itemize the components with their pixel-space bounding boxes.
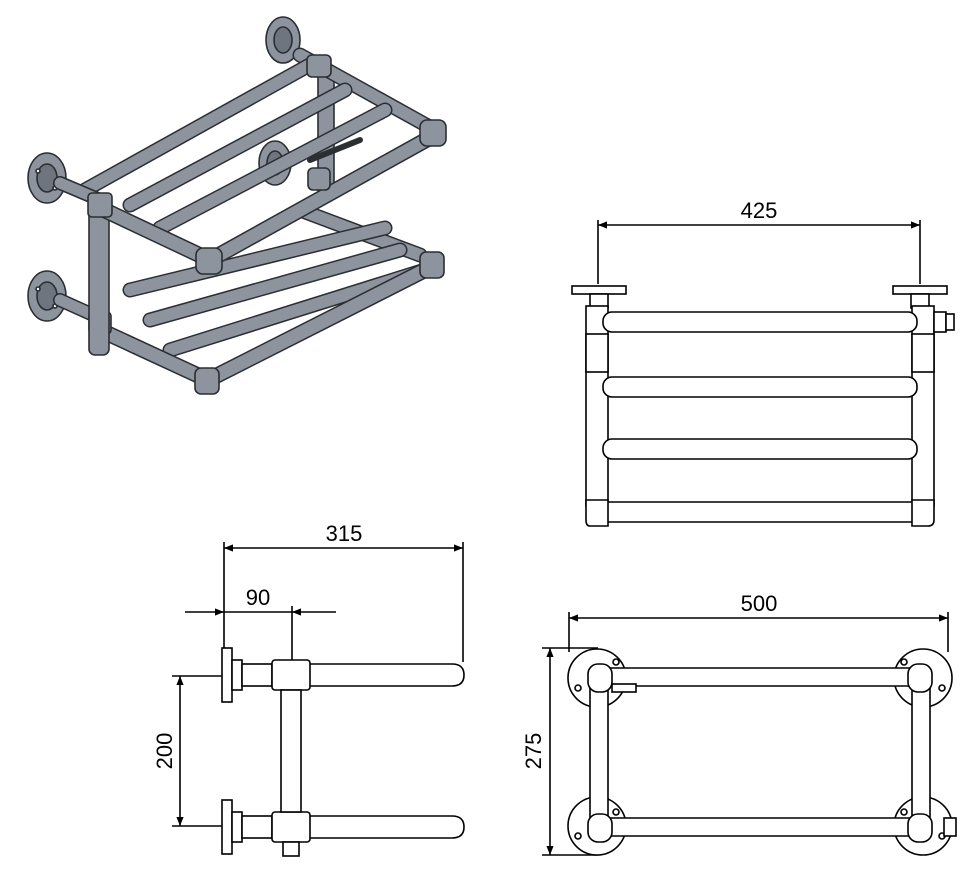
front-view xyxy=(571,220,955,527)
upper-elbow-fitting-rear xyxy=(419,119,447,147)
dim-side-offset-label: 90 xyxy=(246,585,270,610)
isometric-view xyxy=(27,16,447,395)
lower-shelf-rails xyxy=(53,202,443,388)
upper-elbow-fitting xyxy=(195,247,223,275)
wall-flange-top-front xyxy=(27,152,67,204)
lower-elbow-fitting-rear xyxy=(419,251,445,279)
dim-top-depth-label: 275 xyxy=(521,733,546,770)
wall-flange-top-rear xyxy=(265,16,301,64)
vertical-post xyxy=(88,209,110,356)
lower-elbow-fitting xyxy=(194,367,220,395)
top-view xyxy=(542,612,957,856)
side-view xyxy=(172,542,465,857)
dim-top-width-label: 500 xyxy=(741,591,778,616)
dim-side-height-label: 200 xyxy=(152,733,177,770)
lower-tee-fitting-rear xyxy=(307,167,331,191)
upper-tee-fitting xyxy=(87,192,113,218)
dim-side-depth-label: 315 xyxy=(326,521,363,546)
upper-tee-fitting-rear xyxy=(306,54,332,78)
dim-front-width-label: 425 xyxy=(741,198,778,223)
